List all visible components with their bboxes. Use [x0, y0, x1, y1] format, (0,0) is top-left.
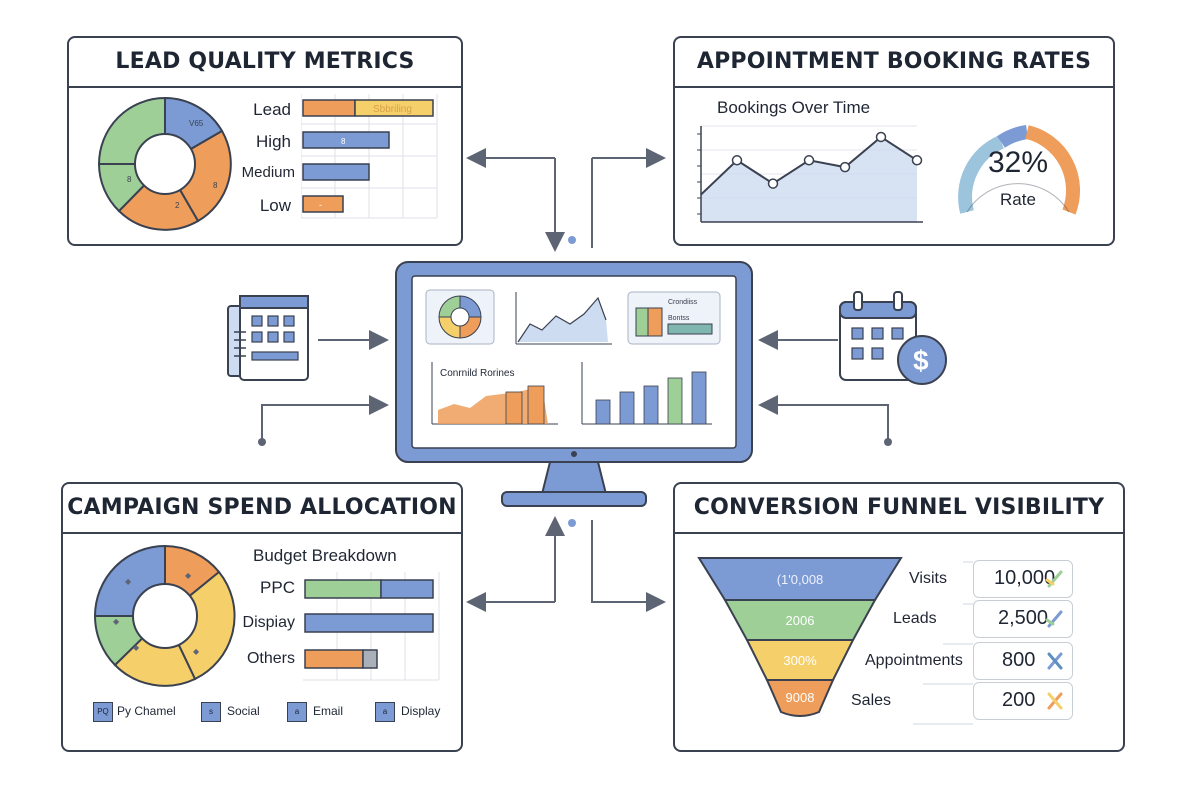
campaign-spend-panel: CAMPAIGN SPEND ALLOCATION ◆ ◆ ◆ ◆ ◆ Budget B… [61, 482, 463, 752]
low-bar-text: - [319, 200, 322, 210]
funnel-value-box-4: 200 [973, 682, 1073, 720]
legend-label-2: Social [227, 704, 260, 718]
lead-quality-donut: V65 8 8 2 [97, 96, 232, 231]
high-bar-text: 8 [341, 137, 346, 146]
rate-gauge [958, 125, 1080, 215]
funnel-value-visits: 10,000 [994, 567, 1056, 589]
lead-bar-text: Sbbriling [373, 104, 412, 115]
spend-legend: PQ Py Chamel s Social a Email a Display [93, 700, 453, 724]
data-point [803, 155, 815, 166]
bookings-chart-title: Bookings Over Time [717, 98, 871, 117]
funnel-value-box-3: 800 [973, 642, 1073, 680]
low-row-label: Low [259, 196, 291, 215]
mini-label-2: Bontss [668, 315, 690, 322]
data-point [839, 161, 851, 173]
legend-label-1: Py Chamel [117, 704, 176, 718]
campaign-spend-title: CAMPAIGN SPEND ALLOCATION [63, 484, 461, 534]
lead-row-label: Lead [253, 100, 291, 119]
pie-label-2: 8 [213, 181, 218, 190]
legend-swatch-4: a [375, 702, 395, 722]
funnel-value-leads: 2,500 [998, 607, 1049, 629]
funnel-label-visits: Visits [909, 570, 947, 587]
spend-bars [303, 572, 440, 681]
pie-label-4: 2 [175, 201, 180, 210]
svg-text:◆: ◆ [133, 643, 140, 652]
legend-label-3: Email [313, 704, 344, 718]
svg-text:◆: ◆ [185, 571, 192, 580]
data-point [875, 131, 887, 143]
pie-label-3: 8 [127, 175, 132, 184]
funnel-value-box-1: 10,000 [973, 560, 1073, 598]
pie-label-1: V65 [189, 119, 204, 128]
lead-quality-bars: Sbbriling 8 - [301, 94, 438, 219]
booking-rates-panel: APPOINTMENT BOOKING RATES Bookings Over … [673, 36, 1115, 246]
funnel-value-sales: 200 [1002, 689, 1036, 711]
funnel-value-appointments: 800 [1002, 649, 1036, 671]
funnel-panel: CONVERSION FUNNEL VISIBILITY (1'0,008 20… [673, 482, 1125, 752]
dashboard-monitor: Crondiiss Bontss Conrnild Rorines [395, 261, 753, 507]
spend-donut: ◆ ◆ ◆ ◆ ◆ [93, 544, 236, 687]
svg-text:$: $ [913, 345, 929, 376]
mini-label-1: Crondiiss [668, 299, 698, 306]
data-point [731, 155, 743, 166]
calendar-dollar-icon: $ [839, 291, 947, 385]
funnel-label-leads: Leads [893, 610, 937, 627]
svg-text:◆: ◆ [193, 647, 200, 656]
others-label: Others [246, 650, 295, 667]
svg-text:◆: ◆ [113, 617, 120, 626]
legend-swatch-1: PQ [93, 702, 113, 722]
funnel-label-sales: Sales [851, 692, 892, 709]
funnel-check-icons [1045, 570, 1063, 710]
data-point [767, 178, 779, 189]
funnel-title: CONVERSION FUNNEL VISIBILITY [675, 484, 1123, 534]
funnel-value-box-2: 2,500 [973, 600, 1073, 638]
ppc-label: PPC [260, 578, 295, 597]
conversion-funnel: (1'0,008 2006 300% 9008 [697, 557, 903, 717]
gauge-value: 32% [987, 146, 1049, 179]
medium-row-label: Medium [241, 164, 295, 181]
data-point [911, 155, 923, 166]
lead-quality-title: LEAD QUALITY METRICS [69, 38, 461, 88]
mini-chart-title: Conrnild Rorines [440, 368, 514, 379]
svg-text:◆: ◆ [125, 577, 132, 586]
lead-quality-panel: LEAD QUALITY METRICS V65 8 8 2 Lead High… [67, 36, 463, 246]
display-label: Dispiay [242, 614, 295, 631]
legend-swatch-2: s [201, 702, 221, 722]
gauge-label: Rate [1000, 190, 1036, 209]
funnel-inner-4: 9008 [786, 690, 815, 705]
series-area [701, 136, 917, 222]
funnel-guide-lines [913, 561, 973, 725]
budget-chart-title: Budget Breakdown [253, 546, 397, 565]
high-row-label: High [256, 132, 291, 151]
funnel-inner-2: 2006 [786, 613, 815, 628]
funnel-label-appointments: Appointments [865, 652, 963, 669]
legend-label-4: Display [401, 704, 441, 718]
legend-swatch-3: a [287, 702, 307, 722]
document-report-icon [227, 295, 309, 381]
funnel-inner-3: 300% [783, 653, 817, 668]
booking-rates-title: APPOINTMENT BOOKING RATES [675, 38, 1113, 88]
funnel-inner-1: (1'0,008 [777, 572, 824, 587]
bookings-line-chart [697, 125, 923, 223]
